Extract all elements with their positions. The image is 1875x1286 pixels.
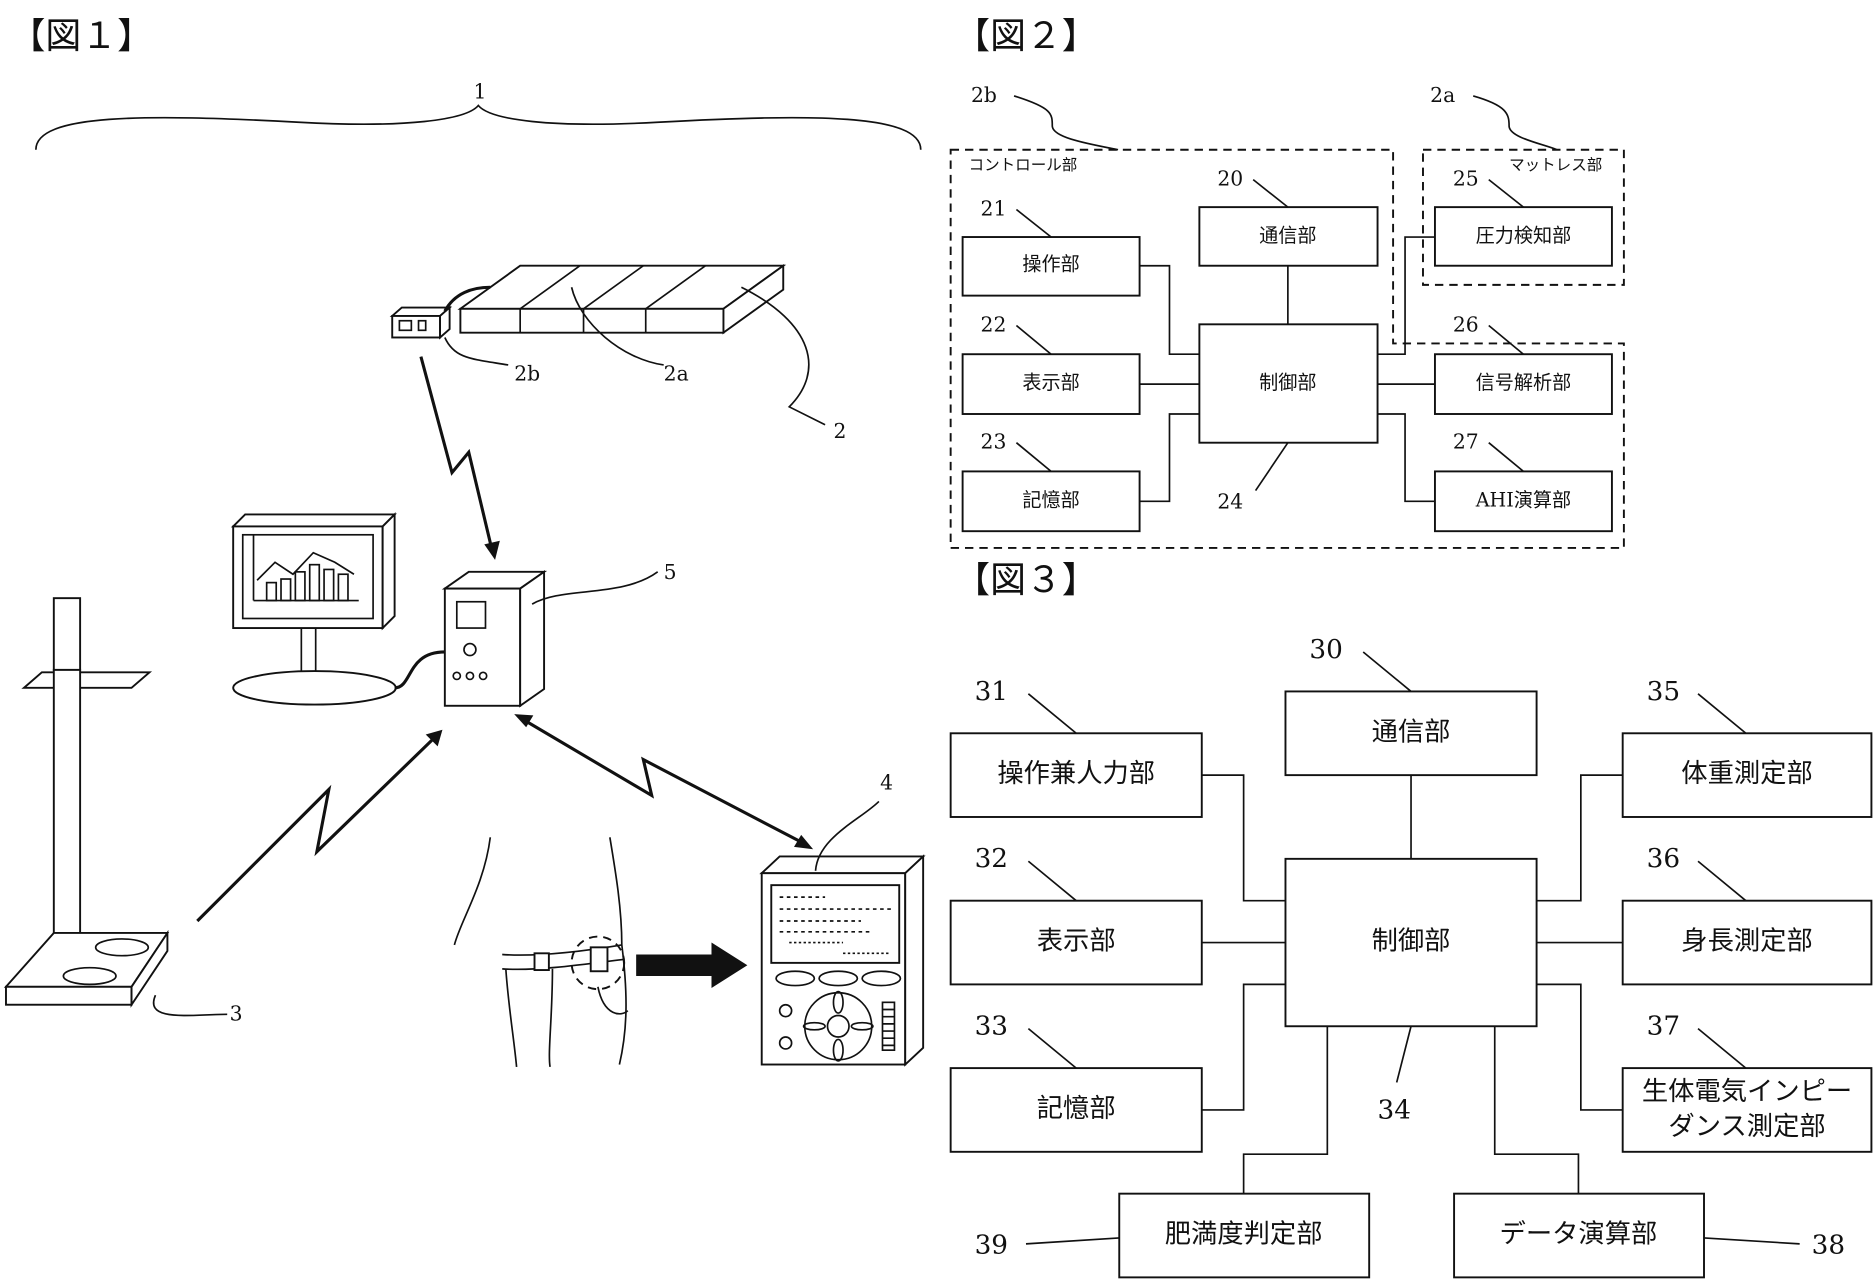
mattress-illustration	[460, 266, 825, 425]
figure-3-title: 【図３】	[954, 560, 1097, 601]
block-storage: 記憶部	[951, 1068, 1202, 1152]
portable-device-illustration	[762, 801, 923, 1064]
block-label: 記憶部	[1037, 1094, 1116, 1124]
ref-label: 32	[975, 844, 1008, 874]
block-bioimpedance-measurement: 生体電気インピー ダンス測定部	[1623, 1068, 1872, 1152]
block-label: 操作兼人力部	[997, 759, 1155, 789]
ref-label: 20	[1217, 167, 1243, 191]
wireless-link-arrow	[421, 357, 493, 553]
figure-3: 【図３】 通信部 操作兼人力部 表示部 記憶部 制御部 体重測定部 身長測定部 …	[951, 560, 1872, 1277]
system-brace	[36, 105, 921, 149]
arrow-head	[794, 835, 813, 849]
arrow-right-icon	[636, 943, 747, 988]
ref-label: 35	[1647, 677, 1680, 707]
ref-label: 21	[981, 197, 1007, 221]
block-signal-analysis: 信号解析部	[1435, 354, 1612, 414]
block-operation-input: 操作兼人力部	[951, 733, 1202, 817]
block-label: 表示部	[1037, 927, 1116, 957]
ref-label: 34	[1378, 1095, 1411, 1125]
block-label: 信号解析部	[1476, 371, 1572, 394]
wireless-link-arrow	[197, 739, 433, 921]
group-label: コントロール部	[969, 156, 1078, 174]
scale-illustration	[6, 598, 227, 1015]
ref-label: 2	[833, 419, 846, 443]
ref-label: 2a	[1430, 83, 1455, 107]
body-with-sensor-illustration	[454, 837, 747, 1067]
block-pressure-detection: 圧力検知部	[1435, 207, 1612, 266]
block-label: 肥満度判定部	[1165, 1220, 1323, 1250]
block-label: 通信部	[1372, 717, 1451, 747]
ref-label: 3	[230, 1001, 243, 1025]
ref-label: 4	[880, 770, 893, 794]
group-label: マットレス部	[1509, 156, 1602, 174]
block-label: 制御部	[1259, 371, 1316, 394]
block-label: 制御部	[1372, 927, 1451, 957]
ref-label: 39	[975, 1230, 1008, 1260]
figure-2: 【図２】 2b 2a コントロール部 マットレス部 通信部 操作部 表示部 記憶…	[951, 16, 1624, 548]
block-display: 表示部	[951, 901, 1202, 985]
block-height-measurement: 身長測定部	[1623, 901, 1872, 985]
block-communication: 通信部	[1199, 207, 1377, 266]
arrow-head	[484, 541, 500, 560]
ref-label: 5	[664, 560, 677, 584]
ref-label: 25	[1453, 167, 1479, 191]
block-label: AHI演算部	[1475, 488, 1571, 511]
ref-label: 36	[1647, 844, 1680, 874]
monitor-illustration	[233, 514, 445, 704]
figure-1: 【図１】 1 2b 2a 2	[6, 16, 923, 1067]
figure-2-title: 【図２】	[954, 16, 1097, 57]
ref-label: 2b	[514, 362, 540, 386]
ref-label: 23	[981, 430, 1007, 454]
block-control: 制御部	[1285, 859, 1536, 1026]
block-label: 表示部	[1022, 371, 1079, 394]
ref-label: 26	[1453, 312, 1479, 336]
block-label: 体重測定部	[1681, 759, 1812, 789]
ref-label: 1	[474, 79, 487, 103]
block-label: 操作部	[1022, 253, 1079, 276]
block-storage: 記憶部	[963, 471, 1140, 531]
ref-label: 37	[1647, 1012, 1680, 1042]
computer-illustration	[445, 572, 658, 706]
block-label: ダンス測定部	[1668, 1112, 1825, 1142]
block-weight-measurement: 体重測定部	[1623, 733, 1872, 817]
block-label: データ演算部	[1500, 1220, 1658, 1250]
ref-label: 33	[975, 1012, 1008, 1042]
block-label: 記憶部	[1022, 488, 1079, 511]
block-label: 生体電気インピー	[1642, 1077, 1852, 1107]
ref-label: 38	[1812, 1230, 1845, 1260]
block-ahi-calculation: AHI演算部	[1435, 471, 1612, 531]
block-obesity-determination: 肥満度判定部	[1119, 1194, 1369, 1278]
ref-label: 31	[975, 677, 1008, 707]
block-control: 制御部	[1199, 324, 1377, 442]
block-display: 表示部	[963, 354, 1140, 414]
ref-label: 30	[1309, 635, 1342, 665]
block-label: 身長測定部	[1681, 927, 1812, 957]
block-label: 通信部	[1259, 224, 1316, 247]
block-data-calculation: データ演算部	[1454, 1194, 1704, 1278]
wireless-link-arrow	[520, 718, 803, 844]
figure-1-title: 【図１】	[10, 16, 153, 57]
block-operation: 操作部	[963, 237, 1140, 296]
ref-label: 2a	[664, 362, 689, 386]
ref-label: 2b	[971, 83, 997, 107]
ref-label: 27	[1453, 430, 1479, 454]
block-label: 圧力検知部	[1476, 224, 1572, 247]
ref-label: 22	[981, 312, 1007, 336]
ref-label: 24	[1217, 489, 1243, 513]
block-communication: 通信部	[1285, 691, 1536, 775]
